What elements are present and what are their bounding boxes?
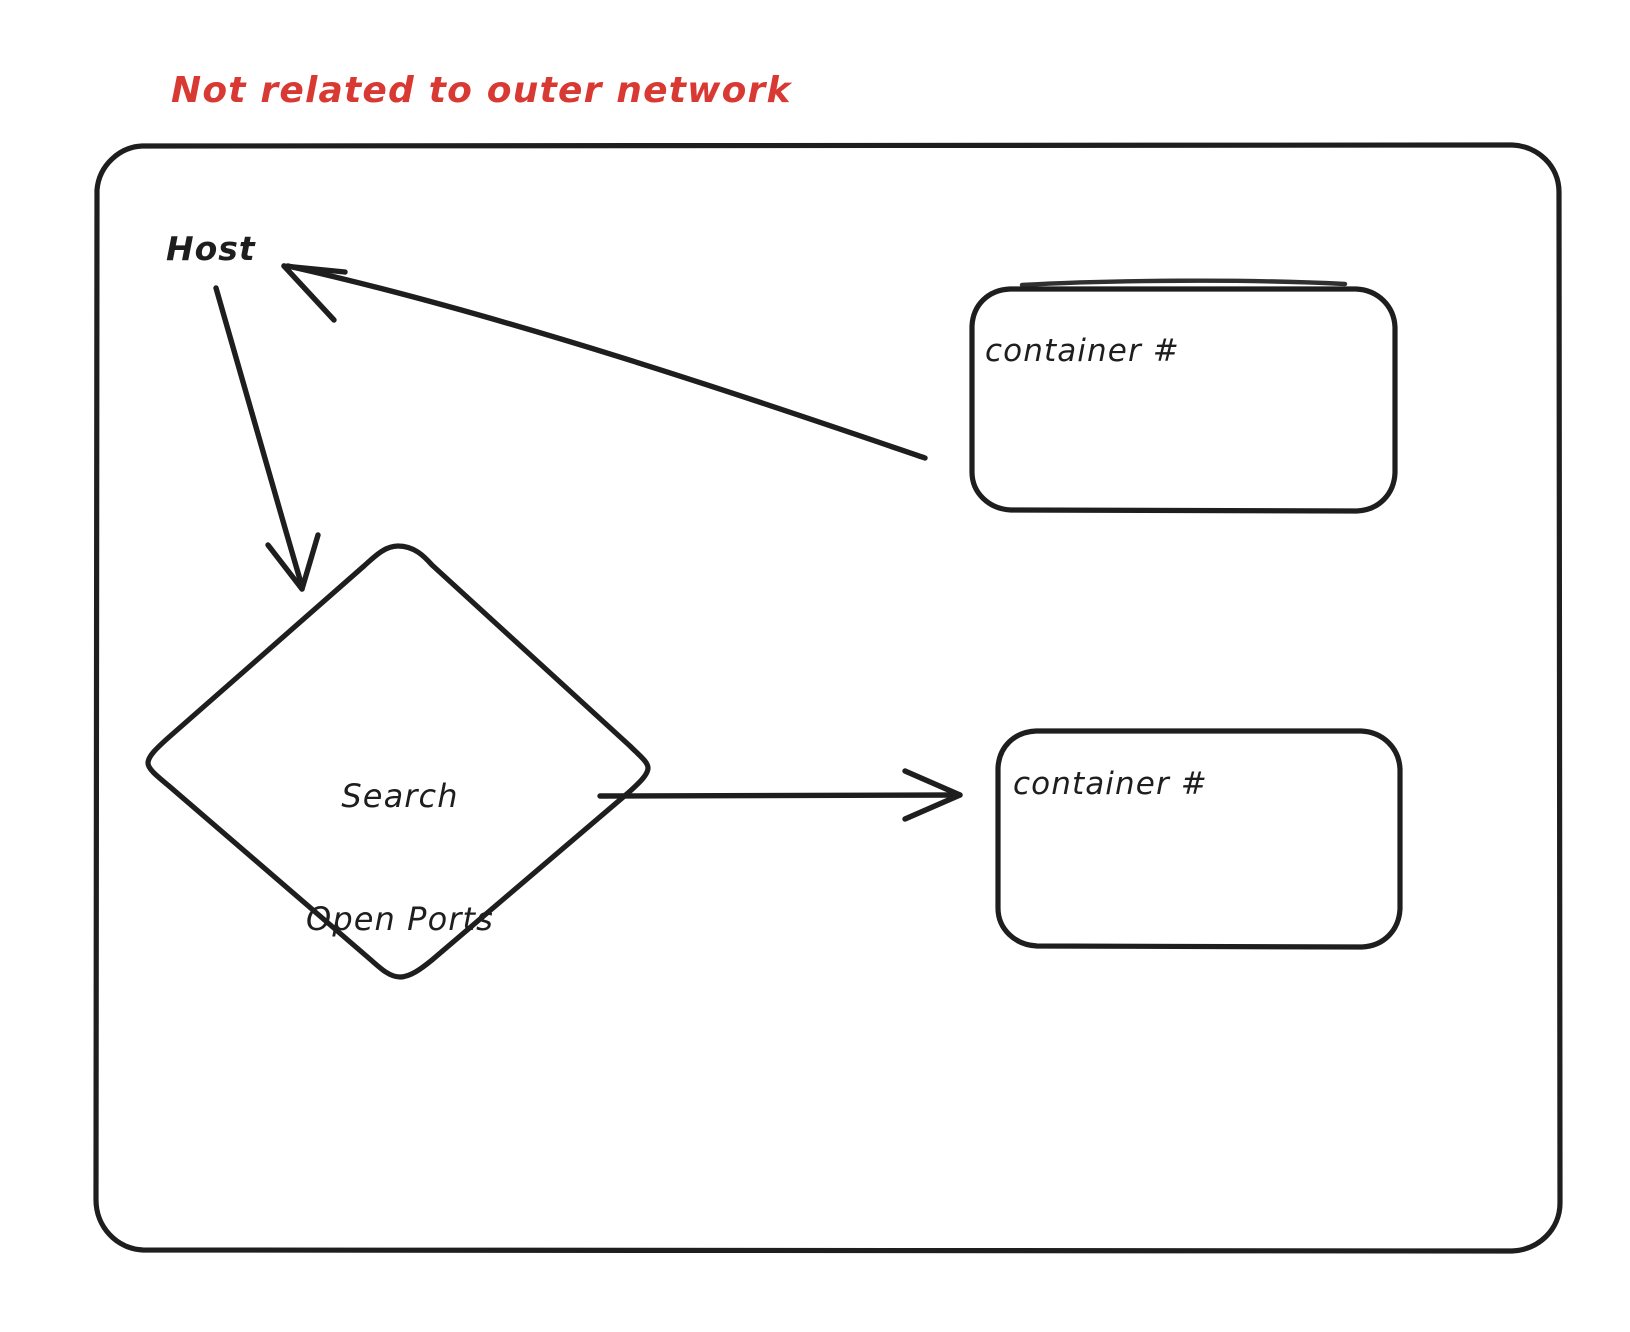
diamond-label-line-1: Search	[341, 776, 459, 815]
node-label-container-2[interactable]: container #	[1013, 766, 1208, 802]
edge-host-to-search[interactable]	[213, 285, 321, 592]
container-1-shape[interactable]	[969, 278, 1398, 514]
host-boundary-frame[interactable]	[93, 142, 1563, 1254]
node-label-container-1[interactable]: container #	[985, 333, 1180, 369]
annotation-not-related-to-outer-network: Not related to outer network	[171, 70, 792, 111]
node-label-search-open-ports[interactable]: Search Open Ports	[250, 694, 550, 1022]
diamond-label-line-2: Open Ports	[306, 899, 494, 938]
search-open-ports-shape[interactable]	[145, 543, 651, 980]
container-2-shape[interactable]	[995, 728, 1403, 950]
edge-container1-to-host[interactable]	[281, 263, 928, 461]
node-label-host[interactable]: Host	[166, 229, 256, 268]
edge-search-to-container2[interactable]	[597, 768, 963, 822]
